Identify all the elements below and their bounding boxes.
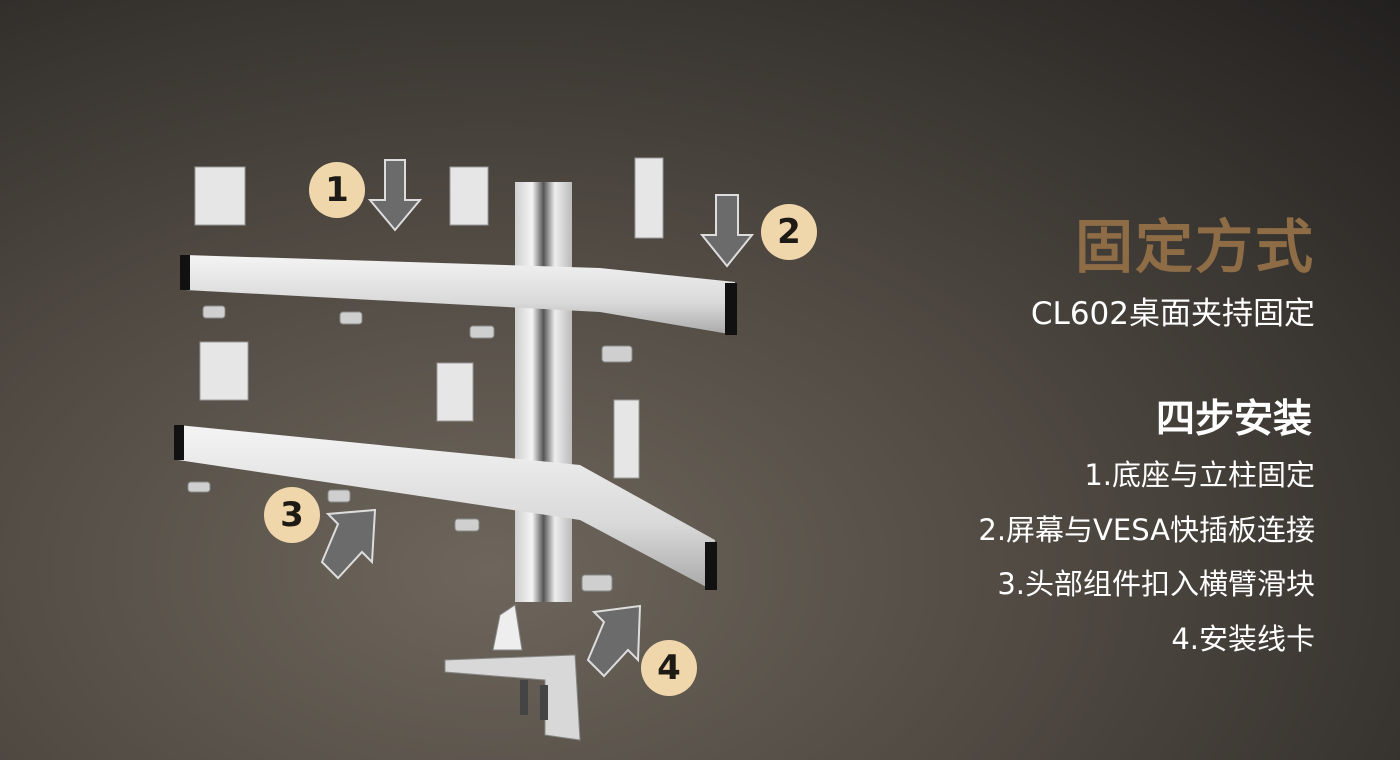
cable-clip <box>339 311 363 325</box>
arrow-up-right-icon <box>586 604 642 678</box>
step-badge-3: 3 <box>264 487 320 543</box>
step-item: 2.屏幕与VESA快插板连接 <box>978 513 1315 547</box>
vesa-plate <box>436 362 474 422</box>
upper-arm <box>185 255 735 335</box>
subtitle: CL602桌面夹持固定 <box>1030 296 1315 332</box>
desk-clamp <box>444 654 581 741</box>
arrow-up-right-icon <box>320 508 377 580</box>
cable-clip <box>469 325 495 339</box>
step-item: 3.头部组件扣入横臂滑块 <box>997 567 1315 601</box>
cable-clip <box>202 305 226 319</box>
cable-clip <box>327 489 351 503</box>
vesa-plate <box>194 166 246 226</box>
vesa-plate <box>199 341 249 401</box>
cable-clip <box>454 518 480 532</box>
steps-heading: 四步安装 <box>1155 397 1312 442</box>
step-badge-4: 4 <box>641 640 697 696</box>
step-item: 1.底座与立柱固定 <box>1084 458 1315 492</box>
vesa-plate <box>613 399 640 479</box>
cable-clip <box>581 574 613 592</box>
step-badge-2: 2 <box>761 204 817 260</box>
section-title: 固定方式 <box>1074 213 1315 281</box>
arrow-down-icon <box>367 159 423 232</box>
cable-clip <box>187 481 211 493</box>
arrow-down-icon <box>699 194 755 268</box>
vesa-plate <box>634 157 664 239</box>
vesa-plate <box>449 166 489 226</box>
pole <box>515 182 572 602</box>
lower-arm <box>178 425 715 590</box>
step-badge-1: 1 <box>309 162 365 218</box>
cable-clip <box>601 345 633 363</box>
step-item: 4.安装线卡 <box>1171 622 1315 656</box>
